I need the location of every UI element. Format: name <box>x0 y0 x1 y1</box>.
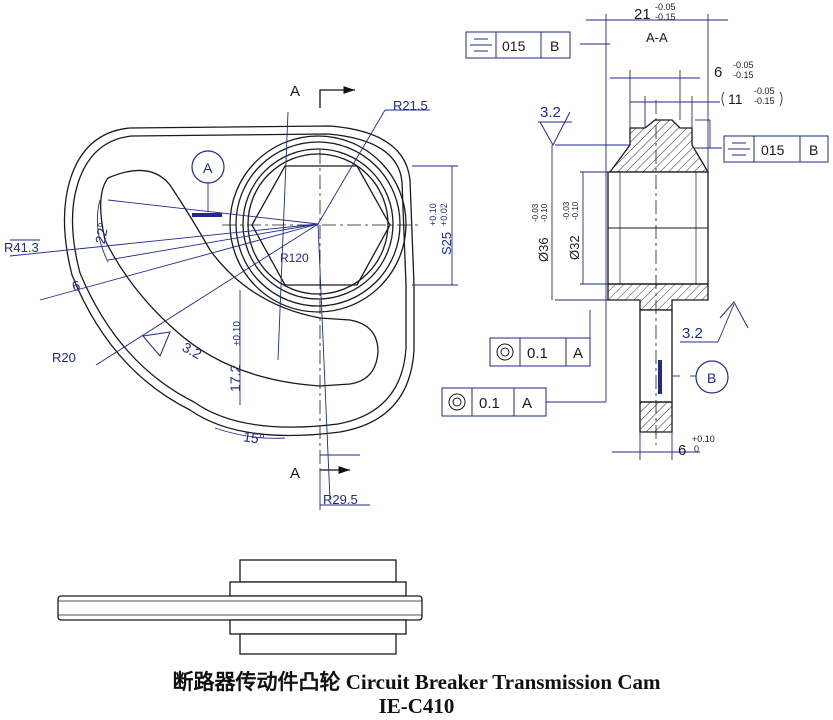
dim-6-top-up: -0.05 <box>733 60 754 70</box>
roughness-symbol-bottom <box>719 301 749 329</box>
dim-11-lo: -0.15 <box>754 96 775 106</box>
dim-s25-tol-up: +0.10 <box>428 203 438 226</box>
dim-s25-tol-lo: +0.02 <box>439 203 449 226</box>
side-view <box>57 559 423 655</box>
dim-11: 11 <box>728 91 743 107</box>
caption-part-number: IE-C410 <box>378 694 455 718</box>
front-centerlines <box>222 150 418 470</box>
dim-angle15: 15° <box>242 428 265 447</box>
gdt2-value: 015 <box>761 142 785 158</box>
datum-b-mark <box>658 360 662 394</box>
gdt1-datum: B <box>550 38 559 54</box>
dim-r215: R21.5 <box>393 98 428 113</box>
dim-17-2-tol: ±0.10 <box>232 321 243 346</box>
gdt-frame-concentricity-1: 0.1 A <box>489 337 591 367</box>
dim-17-2: 17.2 <box>227 365 243 392</box>
detail-bubble-b <box>695 360 729 394</box>
dim-r120: R120 <box>280 251 309 265</box>
dim-dia36: Ø36 <box>536 237 551 262</box>
section-title: A-A <box>646 30 668 45</box>
gdt3-datum: A <box>573 345 583 362</box>
dim-dia36-up: -0.03 <box>531 203 540 222</box>
dim-6-bottom-lo: 0 <box>694 444 699 454</box>
dim-r295: R29.5 <box>323 492 358 507</box>
detail-bubble-a-label: A <box>203 160 213 176</box>
dim-six-front: 6 <box>70 277 82 295</box>
section-line <box>319 86 355 474</box>
datum-a-mark <box>192 213 222 217</box>
roughness-symbol-top <box>539 111 571 147</box>
dim-6-bottom: 6 <box>678 442 686 459</box>
cam-outline <box>63 125 415 437</box>
caption-title: 断路器传动件凸轮 Circuit Breaker Transmission Ca… <box>172 670 661 694</box>
dim-dia32-lo: -0.10 <box>571 201 580 220</box>
dim-dia36-lo: -0.10 <box>540 203 549 222</box>
dim-r20: R20 <box>52 350 76 365</box>
section-label-a-bottom: A <box>290 465 300 482</box>
dim-s25: S25 <box>439 232 454 255</box>
detail-bubble-b-label: B <box>707 370 716 386</box>
dim-r413: R41.3 <box>4 240 39 255</box>
dim-21-up: -0.05 <box>655 2 676 12</box>
hub-ring2 <box>242 148 394 300</box>
gdt4-datum: A <box>522 395 532 412</box>
gdt1-value: 015 <box>502 38 526 54</box>
dim-6-top: 6 <box>714 64 722 81</box>
dim-11-up: -0.05 <box>754 86 775 96</box>
gdt-frame-symmetry-1: 015 B <box>465 31 571 59</box>
gdt-frame-concentricity-2: 0.1 A <box>441 387 547 417</box>
dim-6-top-lo: -0.15 <box>733 70 754 80</box>
hex-hole <box>251 165 391 286</box>
hub-ring3 <box>247 153 389 295</box>
section-dims <box>545 14 728 460</box>
section-label-a-top: A <box>290 83 300 100</box>
dim-21-lo: -0.15 <box>655 12 676 22</box>
roughness-value-front: 3.2 <box>180 339 205 362</box>
gdt3-value: 0.1 <box>527 345 548 362</box>
dim-dia32: Ø32 <box>567 235 582 260</box>
gdt2-datum: B <box>809 142 818 158</box>
hub-outer <box>229 135 407 313</box>
roughness-value-bottom: 3.2 <box>682 325 703 342</box>
dim-21: 21 <box>634 6 651 23</box>
roughness-value-top: 3.2 <box>540 104 561 121</box>
hub-ring1 <box>235 141 401 307</box>
gdt-frame-symmetry-2: 015 B <box>723 135 829 163</box>
cam-outline-inner <box>71 133 407 428</box>
front-dims <box>9 109 458 510</box>
dim-6-bottom-up: +0.10 <box>692 434 715 444</box>
gdt4-value: 0.1 <box>479 395 500 412</box>
detail-bubble-a <box>191 150 225 184</box>
front-view <box>63 125 415 437</box>
roughness-symbol-front <box>142 331 171 357</box>
section-view <box>607 119 710 433</box>
dim-dia32-up: -0.03 <box>562 201 571 220</box>
dim-angle22: 22° <box>92 221 111 245</box>
